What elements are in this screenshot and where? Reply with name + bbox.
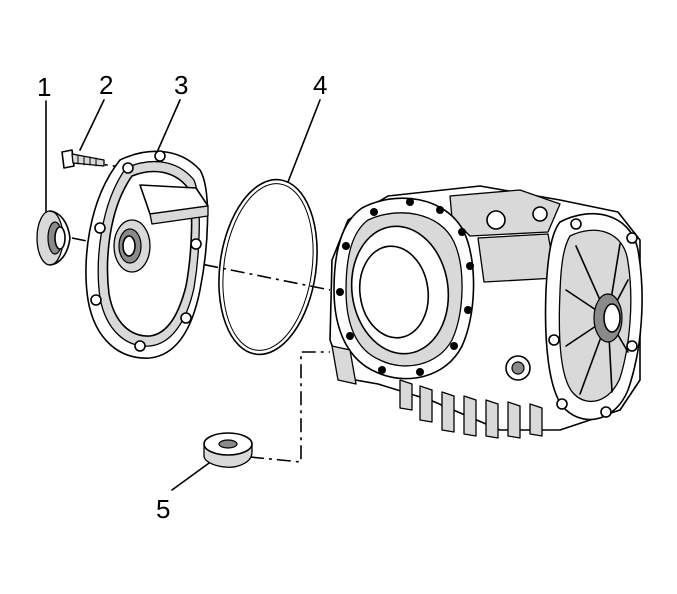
leader-5 — [171, 457, 217, 491]
callout-2: 2 — [99, 70, 113, 100]
callout-5: 5 — [156, 494, 170, 524]
bolt-part-2 — [61, 149, 105, 169]
leader-2 — [79, 99, 105, 151]
leader-3 — [157, 99, 181, 151]
callout-4: 4 — [313, 70, 327, 100]
callout-3: 3 — [174, 70, 188, 100]
o-ring-part-4 — [218, 178, 318, 356]
leader-4 — [287, 99, 321, 183]
callout-1: 1 — [37, 72, 51, 102]
leader-lines — [45, 99, 321, 491]
differential-housing — [329, 185, 643, 439]
washer-part-5 — [203, 432, 253, 468]
cover-part-3 — [85, 150, 209, 359]
seal-part-1 — [36, 210, 71, 266]
